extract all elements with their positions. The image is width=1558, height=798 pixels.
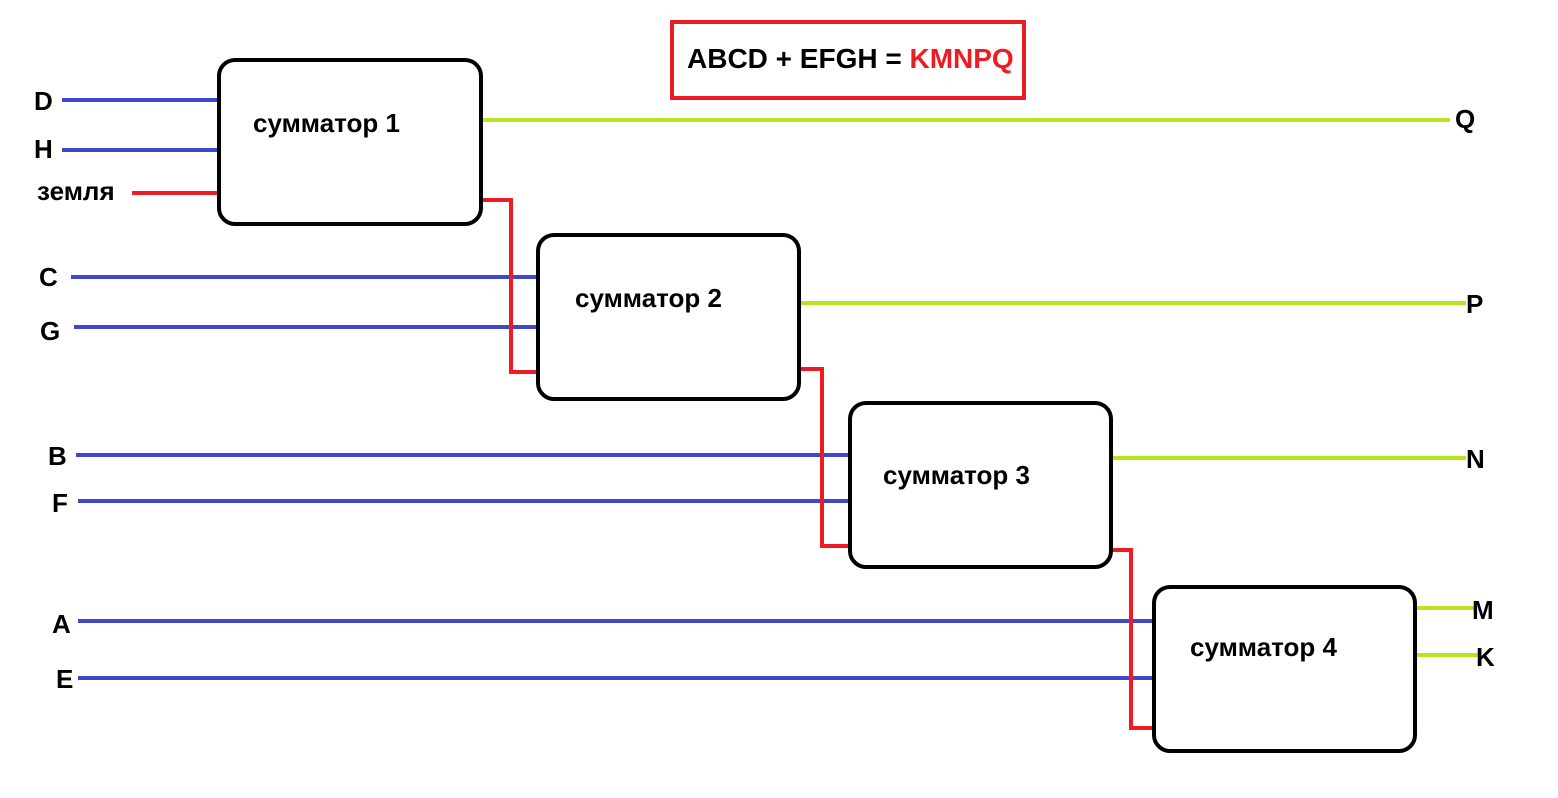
adder-4: сумматор 4 xyxy=(1152,585,1417,753)
equation-lhs: ABCD + EFGH = xyxy=(687,43,909,74)
equation-text: ABCD + EFGH = KMNPQ xyxy=(687,43,1014,74)
label-E: E xyxy=(56,664,73,694)
carry-wire-2-3 xyxy=(798,367,852,548)
carry-wire-1-2 xyxy=(480,198,540,374)
label-K: K xyxy=(1476,642,1495,672)
label-G: G xyxy=(40,316,60,346)
label-ground: земля xyxy=(37,176,115,206)
label-C: C xyxy=(39,262,58,292)
label-F: F xyxy=(52,488,68,518)
label-D: D xyxy=(34,86,53,116)
adder-2-label: сумматор 2 xyxy=(575,283,722,313)
adder-3-box xyxy=(848,401,1113,569)
carry-wire-3-4 xyxy=(1110,548,1156,730)
label-Q: Q xyxy=(1455,104,1475,134)
adder-3-label: сумматор 3 xyxy=(883,460,1030,490)
adder-1-label: сумматор 1 xyxy=(253,108,400,138)
label-A: A xyxy=(52,609,71,639)
adder-2: сумматор 2 xyxy=(536,233,801,401)
label-N: N xyxy=(1466,444,1485,474)
label-H: H xyxy=(34,134,53,164)
adder-4-box xyxy=(1152,585,1417,753)
label-B: B xyxy=(48,441,67,471)
equation-frame xyxy=(670,20,1026,100)
equation-rhs: KMNPQ xyxy=(909,43,1013,74)
adder-1-box xyxy=(217,58,483,226)
adder-4-label: сумматор 4 xyxy=(1190,632,1338,662)
adder-2-box xyxy=(536,233,801,401)
label-P: P xyxy=(1466,289,1483,319)
label-M: M xyxy=(1472,595,1494,625)
adder-3: сумматор 3 xyxy=(848,401,1113,569)
adder-1: сумматор 1 xyxy=(217,58,483,226)
